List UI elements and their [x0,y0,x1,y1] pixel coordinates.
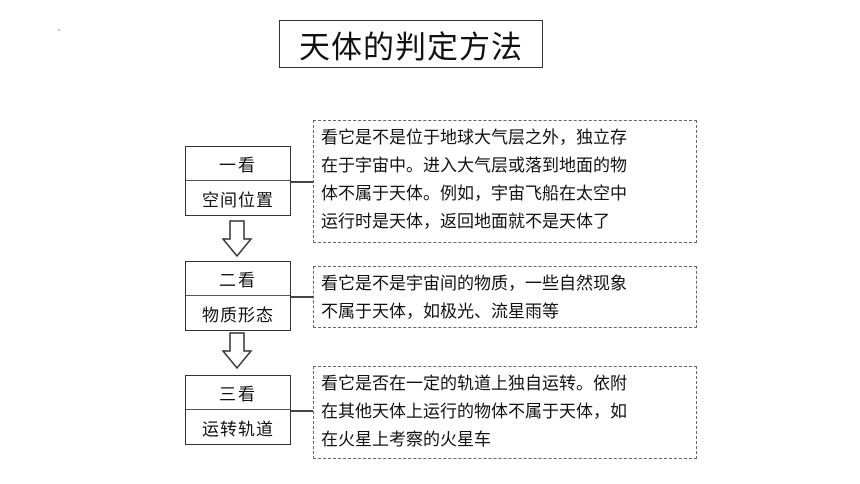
step-2-description: 看它是不是宇宙间的物质，一些自然现象 不属于天体，如极光、流星雨等 [313,266,697,328]
step-2-connector [291,296,313,298]
step-1-box: 一看 空间位置 [185,146,291,216]
step-1-heading: 一看 [186,147,290,181]
stray-dot [58,29,60,31]
page-title-text: 天体的判定方法 [299,29,523,66]
down-arrow-icon [221,220,253,258]
step-2-subheading: 物质形态 [202,305,274,326]
step-3-subheading: 运转轨道 [202,419,274,440]
step-1-connector [291,181,313,183]
step-3-desc-line-1: 看它是否在一定的轨道上独自运转。依附 [321,374,627,394]
step-1-subheading: 空间位置 [202,190,274,211]
step-3-desc-line-3: 在火星上考察的火星车 [321,430,491,450]
step-1-desc-line-2: 在于宇宙中。进入大气层或落到地面的物 [321,156,627,176]
step-1-desc-line-1: 看它是不是位于地球大气层之外，独立存 [321,128,627,148]
step-1-desc-line-3: 体不属于天体。例如，宇宙飞船在太空中 [321,184,627,204]
step-2-heading: 二看 [186,262,290,296]
step-1-desc-line-4: 运行时是天体，返回地面就不是天体了 [321,212,610,232]
step-2-box: 二看 物质形态 [185,261,291,331]
step-2-desc-line-2: 不属于天体，如极光、流星雨等 [321,302,559,322]
step-1-description: 看它是不是位于地球大气层之外，独立存 在于宇宙中。进入大气层或落到地面的物 体不… [313,120,697,243]
down-arrow-icon [221,332,253,370]
page-title: 天体的判定方法 [279,20,543,68]
step-3-description: 看它是否在一定的轨道上独自运转。依附 在其他天体上运行的物体不属于天体，如 在火… [313,366,697,459]
step-3-box: 三看 运转轨道 [185,375,291,445]
step-3-connector [291,410,313,412]
step-3-heading: 三看 [186,376,290,410]
step-3-desc-line-2: 在其他天体上运行的物体不属于天体，如 [321,402,627,422]
step-2-desc-line-1: 看它是不是宇宙间的物质，一些自然现象 [321,274,627,294]
